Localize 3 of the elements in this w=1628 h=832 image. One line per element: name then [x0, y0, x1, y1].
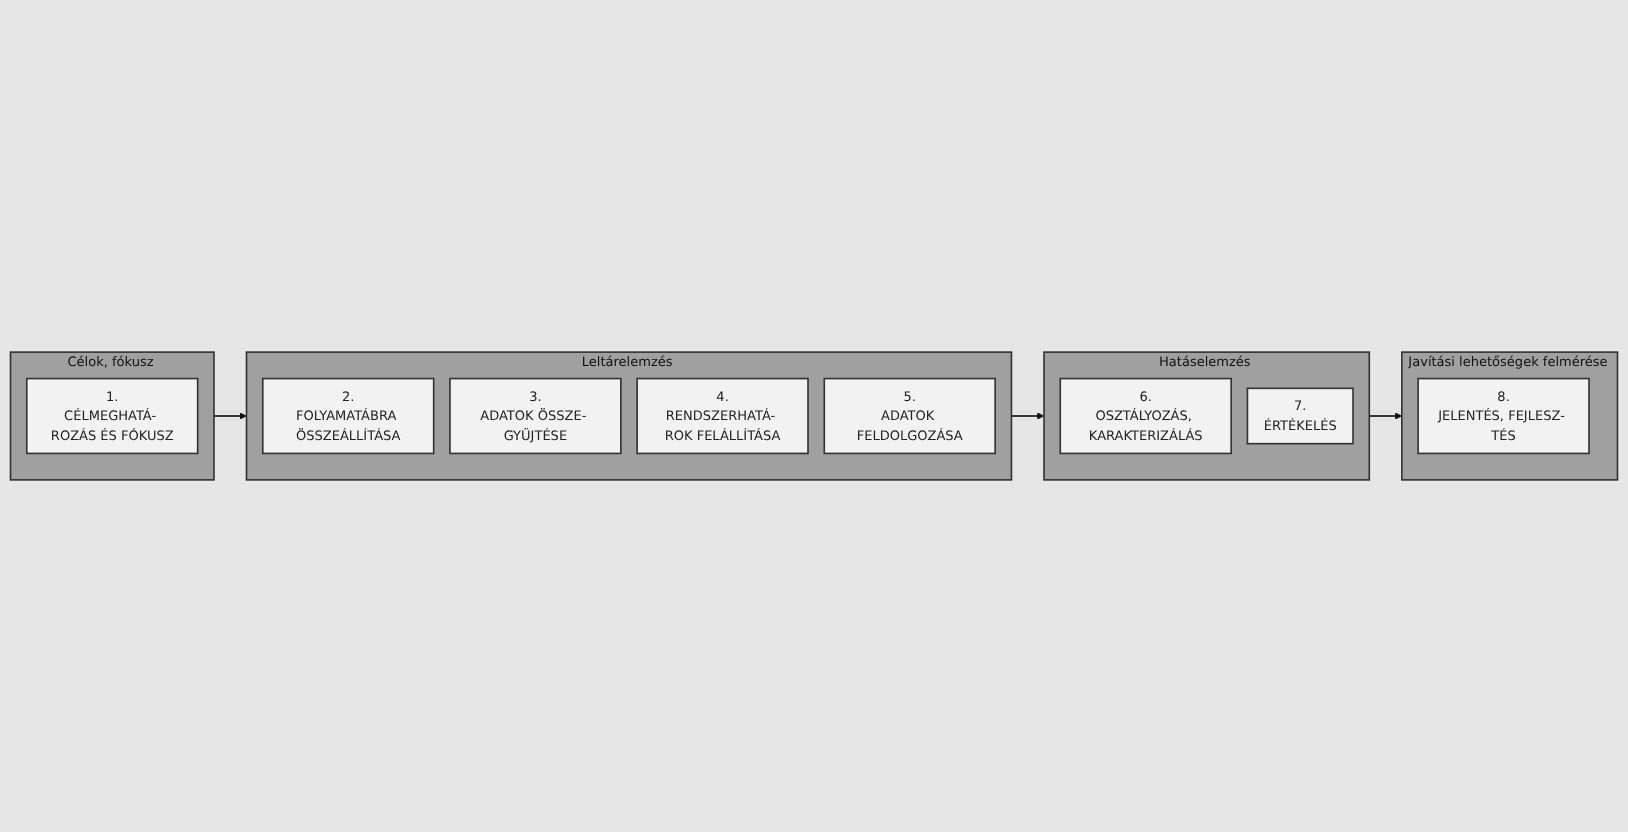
arrow	[213, 412, 247, 420]
arrow	[1010, 412, 1045, 420]
arrow	[1368, 412, 1403, 420]
